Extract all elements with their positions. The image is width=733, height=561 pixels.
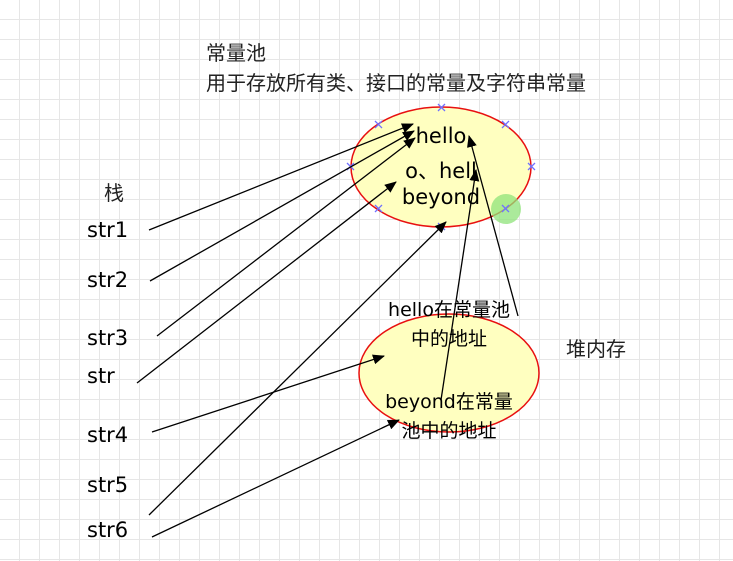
stack-var-str6[interactable]: str6 [87,518,129,542]
arrow-heap2-beyond [440,169,480,401]
selection-handles[interactable] [346,103,536,231]
heap-item-beyond-line1[interactable]: beyond在常量 [385,391,513,413]
stack-var-str3[interactable]: str3 [87,326,129,350]
arrow-str-ohell [136,181,397,384]
pool-item-hello[interactable]: hello [415,124,467,148]
stack-var-str2[interactable]: str2 [87,268,129,292]
constant-pool-title: 常量池 [206,41,266,65]
arrow-str4-heap [151,354,385,433]
stack-title: 栈 [104,181,124,205]
reference-arrows [136,123,519,538]
heap-item-beyond-line2[interactable]: 池中的地址 [401,420,497,442]
pool-item-o-hell[interactable]: o、hell [405,159,477,183]
arrow-heap1-hello [467,135,519,317]
pool-item-beyond[interactable]: beyond [401,185,481,209]
stack-var-str4[interactable]: str4 [87,423,129,447]
stack-var-str5[interactable]: str5 [87,473,129,497]
arrow-str5-beyond [148,221,447,516]
heap-item-hello-line2[interactable]: 中的地址 [410,328,487,350]
arrow-str3-hello [156,137,416,337]
arrow-str2-hello [149,130,415,282]
heap-item-hello-line1[interactable]: hello在常量池 [388,299,510,321]
constant-pool-description: 用于存放所有类、接口的常量及字符串常量 [206,71,586,95]
arrow-str1-hello [148,123,414,231]
arrow-str6-heap [151,419,400,538]
heap-ellipse[interactable] [358,313,540,433]
stack-var-str[interactable]: str [87,364,115,388]
heap-title: 堆内存 [566,337,626,361]
stack-var-str1[interactable]: str1 [87,218,129,242]
